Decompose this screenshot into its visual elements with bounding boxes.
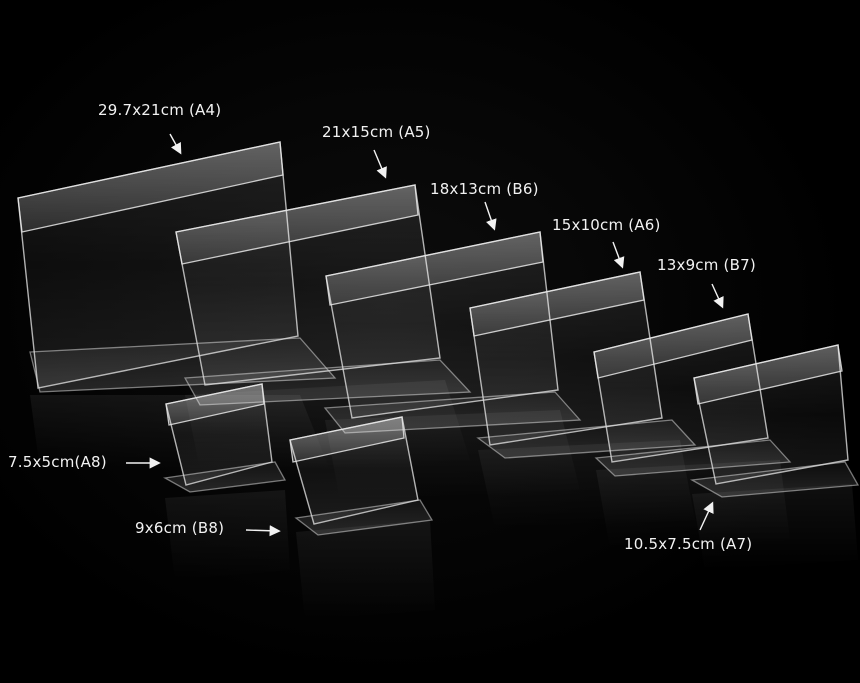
stand-b6-header-strip — [325, 231, 544, 306]
pointer-b8-arrow — [245, 525, 281, 537]
label-b8-size: 9x6cm (B8) — [135, 519, 225, 537]
label-a4-size: 29.7x21cm (A4) — [98, 101, 222, 119]
pointer-a5-arrow — [373, 149, 387, 179]
stand-a8-header-strip — [165, 383, 265, 426]
stand-a8-reflection — [165, 490, 290, 580]
stand-a6-header-strip — [469, 271, 645, 337]
pointer-a7-arrow — [699, 501, 714, 531]
pointer-b7-arrow — [711, 283, 724, 309]
label-pointers — [126, 133, 724, 537]
stand-b8-reflection — [296, 520, 435, 620]
label-b6-size: 18x13cm (B6) — [430, 180, 539, 198]
stand-a7 — [689, 344, 860, 570]
label-a7-size: 10.5x7.5cm (A7) — [624, 535, 753, 553]
label-a8-size: 7.5x5cm(A8) — [8, 453, 107, 471]
stand-a7-header-strip — [693, 344, 843, 405]
label-a5-size: 21x15cm (A5) — [322, 123, 431, 141]
pointer-a4-arrow — [169, 133, 182, 155]
pointer-a6-arrow — [612, 241, 625, 269]
pointer-b6-arrow — [484, 201, 497, 231]
label-a6-size: 15x10cm (A6) — [552, 216, 661, 234]
stand-b8 — [289, 416, 435, 620]
stand-a7-reflection — [692, 484, 858, 570]
stand-a4-header-strip — [17, 141, 284, 233]
stand-b7-header-strip — [593, 313, 753, 379]
label-b7-size: 13x9cm (B7) — [657, 256, 756, 274]
stand-a5-header-strip — [175, 184, 419, 265]
stand-a8 — [163, 383, 290, 580]
stand-b8-header-strip — [289, 416, 405, 463]
